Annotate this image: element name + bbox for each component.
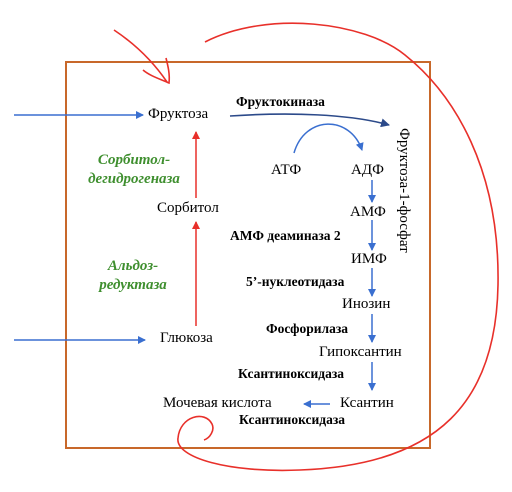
pathway-frame bbox=[65, 61, 431, 449]
sorbitol-dehydrogenase-line2: дегидрогеназа bbox=[88, 170, 180, 187]
aldose-reductase-line1: Альдоз- bbox=[107, 258, 159, 274]
amp-deaminase-label: АМФ деаминаза 2 bbox=[230, 228, 341, 243]
atp-adp-arc bbox=[293, 123, 364, 154]
amp-label: АМФ bbox=[350, 204, 386, 220]
imp-label: ИМФ bbox=[351, 251, 387, 267]
hand-drawn-arrowhead bbox=[142, 57, 171, 85]
inosine-label: Инозин bbox=[342, 296, 391, 312]
sorbitol-dehydrogenase-label: Сорбитол- дегидрогеназа bbox=[82, 151, 186, 189]
xanthine-label: Ксантин bbox=[340, 395, 394, 411]
sorbitol-dehydrogenase-line1: Сорбитол- bbox=[97, 152, 171, 168]
aldose-reductase-line2: редуктаза bbox=[99, 276, 167, 293]
hand-drawn-arrow-stroke bbox=[113, 29, 168, 83]
fructokinase-label: Фруктокиназа bbox=[236, 94, 325, 109]
fructose-label: Фруктоза bbox=[148, 106, 209, 122]
uric-acid-label: Мочевая кислота bbox=[163, 395, 272, 411]
xanthine-oxidase-label-1: Ксантиноксидаза bbox=[238, 366, 345, 381]
atp-label: АТФ bbox=[271, 162, 302, 178]
phosphorylase-label: Фосфорилаза bbox=[266, 321, 349, 336]
adp-label: АДФ bbox=[351, 162, 384, 178]
hand-drawn-curve bbox=[177, 22, 499, 472]
nucleotidase-label: 5’-нуклеотидаза bbox=[246, 274, 345, 289]
aldose-reductase-label: Альдоз- редуктаза bbox=[88, 257, 178, 295]
fructose-1-phosphate-label: Фруктоза-1-фосфат bbox=[396, 128, 412, 253]
xanthine-oxidase-label-2: Ксантиноксидаза bbox=[239, 412, 346, 427]
hypoxanthine-label: Гипоксантин bbox=[319, 344, 402, 360]
fructokinase-arrow bbox=[229, 113, 390, 128]
glucose-label: Глюкоза bbox=[160, 330, 213, 346]
sorbitol-label: Сорбитол bbox=[157, 200, 219, 216]
